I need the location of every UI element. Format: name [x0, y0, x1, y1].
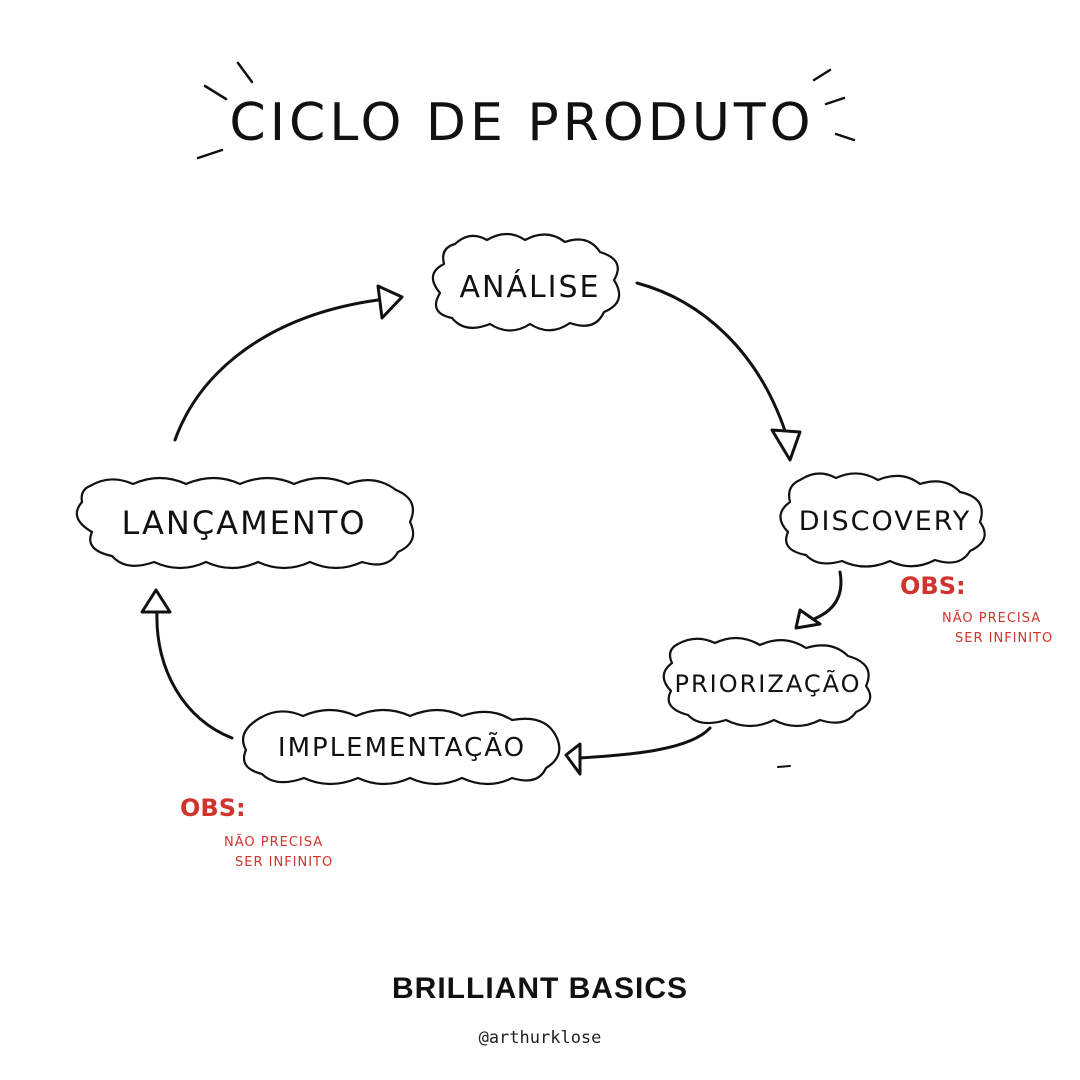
cloud-analise — [431, 232, 621, 332]
arrows — [140, 281, 843, 776]
obs-note-discovery: OBS: NÃO PRECISA SER INFINITO — [900, 572, 1053, 646]
cloud-priorizacao — [662, 636, 872, 728]
node-clouds — [75, 232, 986, 786]
brand-name: BRILLIANT BASICS — [392, 972, 688, 1005]
arrow-priorizacao-to-implementacao — [564, 726, 712, 776]
obs-note-head: OBS: — [180, 794, 246, 822]
obs-note-implementacao: OBS: NÃO PRECISA SER INFINITO — [180, 794, 333, 870]
arrow-implementacao-to-lancamento — [140, 588, 234, 740]
node-label-priorizacao: PRIORIZAÇÃO — [675, 668, 862, 698]
cloud-discovery — [779, 472, 986, 568]
stray-mark — [777, 765, 791, 768]
cloud-implementacao — [242, 708, 561, 786]
obs-note-head: OBS: — [900, 572, 966, 600]
obs-note-line: SER INFINITO — [955, 631, 1053, 646]
arrow-analise-to-discovery — [635, 281, 802, 462]
arrow-lancamento-to-analise — [173, 284, 404, 442]
title-sparkles — [196, 61, 856, 160]
author-handle: @arthurklose — [478, 1028, 602, 1048]
obs-note-line: NÃO PRECISA — [224, 834, 323, 850]
arrow-discovery-to-priorizacao — [794, 570, 843, 630]
obs-note-line: SER INFINITO — [235, 855, 333, 870]
node-label-analise: ANÁLISE — [459, 269, 600, 305]
node-label-discovery: DISCOVERY — [799, 506, 972, 537]
diagram-title: CICLO DE PRODUTO — [229, 93, 814, 153]
cloud-lancamento — [75, 476, 415, 570]
node-label-implementacao: IMPLEMENTAÇÃO — [278, 731, 526, 763]
node-label-lancamento: LANÇAMENTO — [121, 504, 366, 542]
obs-note-line: NÃO PRECISA — [942, 610, 1041, 626]
